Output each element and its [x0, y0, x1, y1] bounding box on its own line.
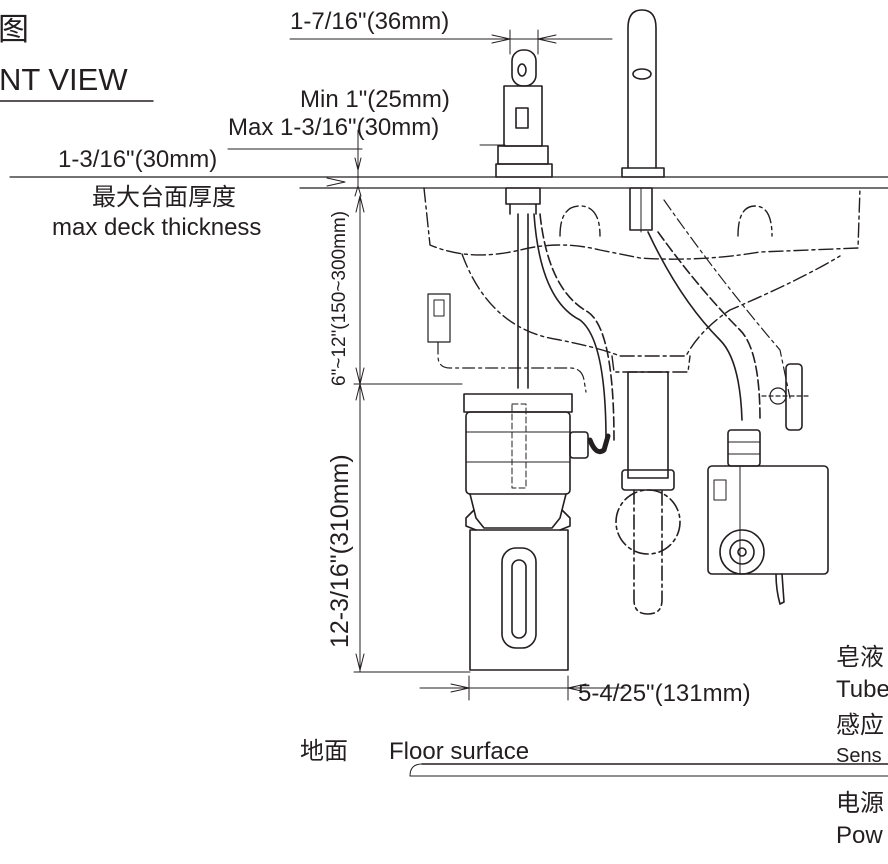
soap-tank-bracket: [469, 493, 567, 529]
arrow-range-top: [355, 195, 365, 213]
battery-cable: [437, 341, 587, 393]
power-cable: [775, 573, 785, 605]
soap-nozzle-body: [503, 85, 543, 147]
label-deck-max-thickness: 1-3/16"(30mm): [58, 146, 218, 173]
arrow-tank-right: [567, 683, 587, 693]
arrow-deck-up: [354, 157, 362, 171]
legend-power-cn: 电源: [836, 790, 884, 817]
soap-nozzle-base: [497, 145, 549, 165]
soap-bottle: [469, 529, 569, 671]
arrow-left-spout: [491, 34, 511, 44]
soap-nozzle-outlet: [517, 63, 527, 77]
legend-soap-en: Tube: [836, 676, 888, 703]
sensor-clip: [785, 363, 803, 431]
arrow-deck-thickness: [326, 177, 346, 187]
solenoid-connector: [727, 429, 761, 467]
battery-holder: [427, 293, 451, 343]
label-tank-width: 5-4/25"(131mm): [578, 680, 751, 707]
drain-nut: [621, 469, 675, 491]
label-spout-width: 1-7/16"(36mm): [290, 8, 450, 35]
sink-overflow-right: [737, 205, 773, 237]
soap-tank-lid: [463, 393, 573, 413]
soap-tank-body: [465, 411, 571, 495]
legend-power-en: Pow: [836, 822, 883, 849]
label-tube-range: 6"~12"(150~300mm): [329, 210, 350, 386]
title-chinese: 图: [0, 12, 29, 47]
label-deck-thickness-cn: 最大台面厚度: [92, 184, 236, 211]
label-body-height: 12-3/16"(310mm): [326, 454, 354, 648]
p-trap-pipe: [633, 489, 663, 615]
arrow-right-spout: [537, 34, 557, 44]
bracket-clip-left: [465, 509, 477, 531]
soap-hose-curve-2: [539, 213, 615, 441]
legend-sensor-en: Sens: [836, 745, 882, 767]
sink-bowl: [461, 253, 841, 357]
bracket-clip-right: [559, 509, 571, 531]
soap-tank-port: [569, 431, 589, 459]
soap-nozzle-window: [515, 107, 529, 129]
arrow-range-bottom: [355, 367, 365, 385]
arrow-tank-left: [450, 683, 470, 693]
bottle-handle: [501, 547, 537, 649]
faucet-outlet: [632, 68, 652, 80]
legend-soap-cn: 皂液: [836, 644, 884, 671]
floor-label-en: Floor surface: [389, 738, 530, 765]
floor-label-cn: 地面: [300, 738, 348, 765]
soap-nozzle-flange: [495, 163, 553, 178]
title-english: NT VIEW: [0, 62, 128, 97]
tube-spout-b: [657, 231, 761, 421]
arrow-body-bottom: [355, 653, 365, 671]
faucet-base: [621, 167, 665, 178]
soap-nut: [505, 187, 541, 205]
label-deck-thickness-en: max deck thickness: [52, 214, 262, 241]
tube-spout-a: [647, 231, 743, 421]
soap-hose-curve: [533, 213, 607, 441]
label-deck-max: Max 1-3/16"(30mm): [228, 114, 440, 141]
label-deck-min: Min 1"(25mm): [300, 86, 450, 113]
p-trap-ring: [615, 489, 681, 555]
soap-tank-pump: [511, 403, 527, 489]
soap-nozzle-top: [511, 49, 537, 87]
floor-corner: [409, 763, 423, 777]
valve-inlet: [719, 529, 765, 575]
arrow-deck-down: [354, 185, 362, 197]
control-box: [707, 465, 829, 575]
drain-tailpiece: [627, 371, 669, 479]
legend-sensor-cn: 感应: [836, 712, 884, 739]
hose-elbow: [587, 433, 611, 455]
sink-drain: [611, 355, 691, 373]
arrow-body-top: [355, 383, 365, 401]
sink-basin-outline: [423, 187, 861, 260]
sensor-cable: [663, 199, 791, 399]
sink-overflow-left: [559, 205, 601, 237]
faucet-spout: [627, 9, 657, 169]
